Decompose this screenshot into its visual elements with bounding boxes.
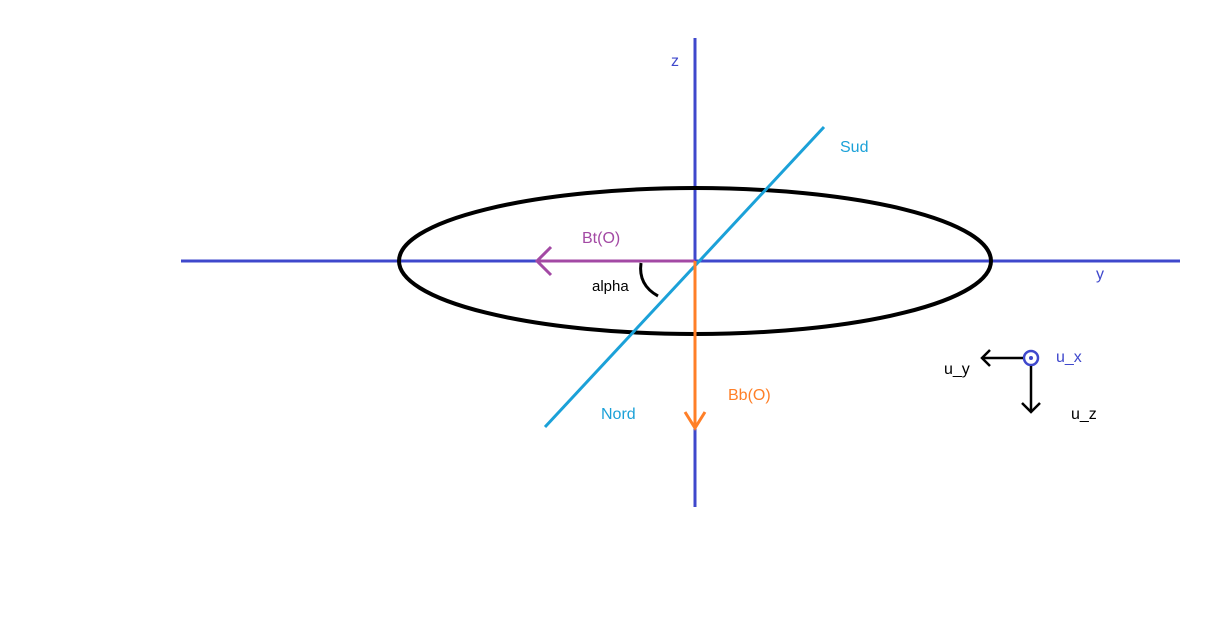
bb-label: Bb(O) xyxy=(728,387,771,404)
axis-z-label: z xyxy=(671,53,679,70)
alpha-label: alpha xyxy=(592,278,629,295)
uy-label: u_y xyxy=(944,361,970,378)
bt-label: Bt(O) xyxy=(582,230,620,247)
uy-arrowhead xyxy=(980,349,991,367)
ux-label: u_x xyxy=(1056,349,1082,366)
north-south-line xyxy=(543,125,826,429)
bt-arrowhead xyxy=(534,245,553,277)
nord-label: Nord xyxy=(601,406,636,423)
uz-arrowhead xyxy=(1021,402,1041,414)
axis-y-label: y xyxy=(1096,266,1104,283)
alpha-arc xyxy=(639,262,659,298)
ux-circle-icon xyxy=(1022,349,1040,367)
bb-arrowhead xyxy=(683,411,707,431)
ux-dot-icon xyxy=(1029,356,1033,360)
sud-label: Sud xyxy=(840,139,868,156)
uz-label: u_z xyxy=(1071,406,1097,423)
